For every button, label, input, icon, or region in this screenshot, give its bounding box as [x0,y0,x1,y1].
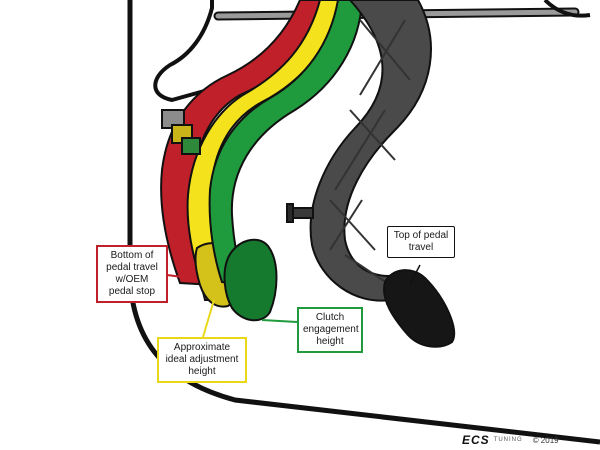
pedal-pad-black [383,269,456,348]
brand-sub: TUNING [493,437,523,443]
rail-bracket [543,0,591,18]
leader-top-of-travel [409,264,421,285]
leader-approx-ideal [202,299,215,338]
callout-approx-ideal: Approximate ideal adjustment height [157,337,247,383]
pedal-stop [286,203,314,223]
leader-bottom-of-travel [166,274,191,279]
pedal-arm-lattice [329,19,411,286]
brand-copyright: © 2019 [532,435,559,445]
callout-bottom-of-travel: Bottom of pedal travel w/OEM pedal stop [96,245,168,303]
pedal-pad-green [223,238,278,322]
brand-logo: ECS [462,433,490,447]
callout-clutch-engagement: Clutch engagement height [297,307,363,353]
pedal-pivot-bracket [161,109,201,155]
leader-clutch-engagement [261,319,298,323]
brand-watermark: ECS TUNING © 2019 [462,433,559,447]
callout-top-of-travel: Top of pedal travel [387,226,455,258]
bulkhead-panel [153,0,216,103]
